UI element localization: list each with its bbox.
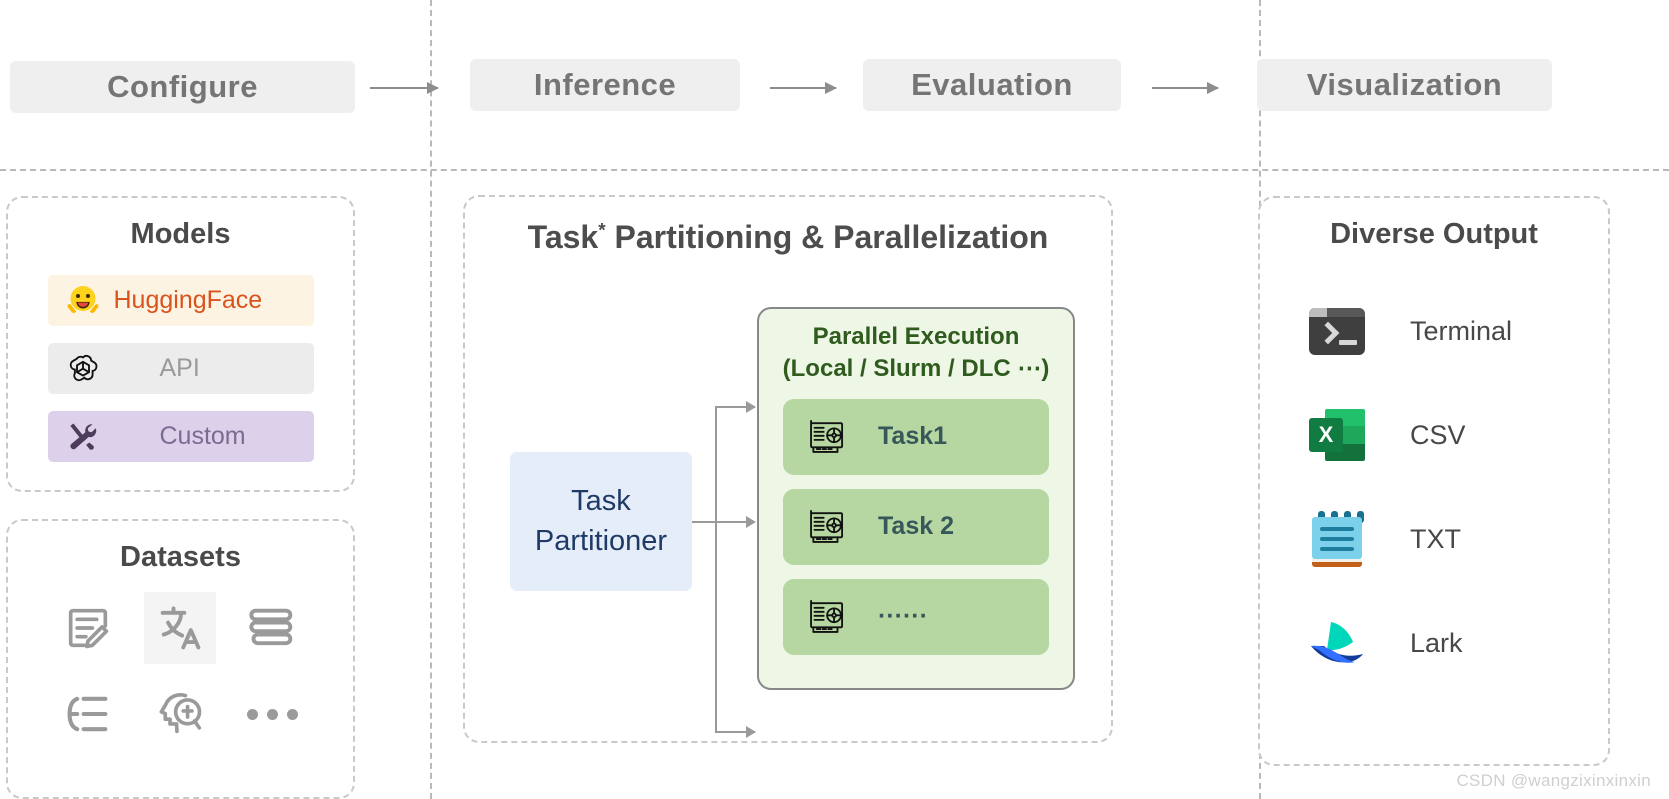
more-ellipsis-icon[interactable] <box>237 678 309 750</box>
stage-label: Inference <box>533 67 677 102</box>
connector-trunk <box>692 521 752 523</box>
model-option-custom[interactable]: Custom <box>47 411 314 462</box>
reasoning-head-icon[interactable] <box>144 678 216 750</box>
translate-icon[interactable] <box>144 592 217 664</box>
parallel-title-line2: (Local / Slurm / DLC ⋯) <box>782 354 1050 382</box>
books-icon[interactable] <box>237 592 309 664</box>
gpu-card-icon <box>802 595 850 639</box>
datasets-icon-grid <box>8 592 353 750</box>
diverse-output-title: Diverse Output <box>1330 218 1538 250</box>
parallel-title-line1: Parallel Execution <box>812 323 1020 350</box>
terminal-icon <box>1308 302 1366 360</box>
vertical-divider-left <box>430 0 432 799</box>
excel-csv-icon: X <box>1308 406 1366 464</box>
model-option-label: Custom <box>159 422 246 450</box>
output-item-label: CSV <box>1410 419 1466 450</box>
stage-chip-evaluation[interactable]: Evaluation <box>863 59 1121 111</box>
center-title-main: Task <box>527 219 599 255</box>
watermark: CSDN @wangzixinxinxin <box>1456 771 1651 790</box>
diverse-output-panel: Diverse Output Terminal X CSV <box>1258 196 1610 766</box>
center-title-rest: Partitioning & Parallelization <box>605 219 1049 255</box>
task-box[interactable]: Task1 <box>783 398 1049 475</box>
center-panel-title: Task* Partitioning & Parallelization <box>465 219 1111 256</box>
task-label: Task 2 <box>878 512 954 541</box>
horizontal-divider <box>0 169 1669 171</box>
model-option-label: HuggingFace <box>113 286 263 314</box>
stage-chip-visualization[interactable]: Visualization <box>1257 59 1552 111</box>
lark-icon <box>1308 614 1366 672</box>
model-option-api[interactable]: API <box>47 343 314 394</box>
task-box[interactable]: Task 2 <box>783 488 1049 565</box>
notepad-txt-icon <box>1308 510 1366 568</box>
hugging-face-icon <box>62 280 104 322</box>
connector-branch-1 <box>715 406 755 408</box>
datasets-panel: Datasets <box>6 519 355 799</box>
stage-arrow-2 <box>770 82 837 94</box>
task-box[interactable]: ······ <box>783 578 1049 655</box>
stage-chip-configure[interactable]: Configure <box>10 61 355 113</box>
stage-label: Evaluation <box>911 67 1073 102</box>
document-edit-icon[interactable] <box>52 592 124 664</box>
model-option-huggingface[interactable]: HuggingFace <box>47 275 314 326</box>
parallel-execution-title: Parallel Execution (Local / Slurm / DLC … <box>759 321 1073 385</box>
task-partitioner-box[interactable]: Task Partitioner <box>510 452 692 591</box>
output-item-csv[interactable]: X CSV <box>1260 383 1608 487</box>
task-label: ······ <box>878 602 928 631</box>
model-option-label: API <box>159 354 200 382</box>
tree-list-icon[interactable] <box>52 678 124 750</box>
connector-arrow-2 <box>746 516 756 528</box>
models-panel: Models HuggingFace <box>6 196 355 492</box>
stage-chip-inference[interactable]: Inference <box>470 59 740 111</box>
stage-arrow-1 <box>370 82 439 94</box>
connector-spine <box>715 406 717 733</box>
connector-arrow-1 <box>746 401 756 413</box>
task-label: Task1 <box>878 422 948 451</box>
output-item-label: Terminal <box>1410 315 1513 346</box>
stage-label: Configure <box>107 69 258 104</box>
connector-arrow-3 <box>746 726 756 738</box>
openai-icon <box>62 348 104 390</box>
stage-arrow-3 <box>1152 82 1219 94</box>
gpu-card-icon <box>802 505 850 549</box>
task-partitioner-line2: Partitioner <box>534 524 668 557</box>
stage-label: Visualization <box>1306 67 1503 102</box>
connector-branch-3 <box>715 731 755 733</box>
output-item-terminal[interactable]: Terminal <box>1260 279 1608 383</box>
output-item-label: Lark <box>1410 627 1463 658</box>
tools-icon <box>62 416 104 458</box>
parallel-execution-box: Parallel Execution (Local / Slurm / DLC … <box>757 307 1075 690</box>
task-partitioning-panel: Task* Partitioning & Parallelization Tas… <box>463 195 1113 743</box>
models-title: Models <box>130 218 231 250</box>
output-item-lark[interactable]: Lark <box>1260 591 1608 695</box>
center-title-superscript: * <box>598 220 606 242</box>
datasets-title: Datasets <box>120 541 241 573</box>
task-partitioner-line1: Task <box>571 485 631 518</box>
output-item-label: TXT <box>1410 523 1461 554</box>
gpu-card-icon <box>802 415 850 459</box>
output-item-txt[interactable]: TXT <box>1260 487 1608 591</box>
